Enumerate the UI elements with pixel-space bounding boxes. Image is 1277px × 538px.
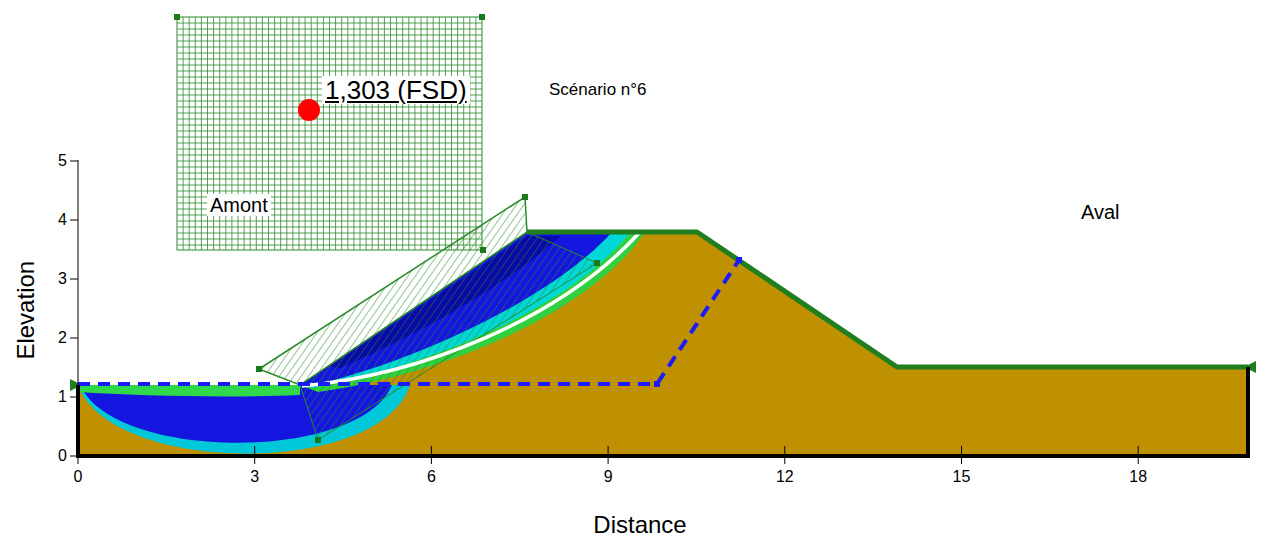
tick-label: 5 <box>58 152 67 170</box>
tick-label: 3 <box>58 270 67 288</box>
zone-marker <box>594 260 600 266</box>
grid-line <box>177 23 482 24</box>
axis-title: Distance <box>593 512 686 538</box>
tick-label: 18 <box>1129 468 1147 486</box>
tick-label: 9 <box>604 468 613 486</box>
axis-tick <box>431 456 432 464</box>
zone-marker <box>256 366 262 372</box>
region-label: Amont <box>207 194 271 216</box>
critical-centre <box>298 99 320 121</box>
grid-line <box>177 119 482 120</box>
axis-tick <box>961 446 962 456</box>
tick-label: 3 <box>250 468 259 486</box>
axis-tick <box>254 446 255 456</box>
axis-tick <box>70 456 78 457</box>
grid-line <box>177 131 482 132</box>
search-grid <box>177 17 482 250</box>
axis-ticks <box>70 161 1138 464</box>
grid-line <box>177 143 482 144</box>
axis-tick <box>608 456 609 464</box>
axis-title: Elevation <box>13 261 39 360</box>
grid-line <box>177 71 482 72</box>
tick-label: 15 <box>953 468 971 486</box>
grid-line <box>177 245 482 246</box>
tick-label: 4 <box>58 211 67 229</box>
piezometric-point <box>736 257 742 263</box>
grid-line <box>177 239 482 240</box>
axis-tick <box>431 446 432 456</box>
region-label: Aval <box>1081 201 1120 223</box>
zone-marker <box>522 194 528 200</box>
model-boundary <box>78 367 1248 456</box>
axis-tick <box>70 161 78 162</box>
axis-tick <box>78 456 79 464</box>
critical-slip-surface <box>302 232 640 386</box>
grid-line <box>177 167 482 168</box>
grid-line <box>177 149 482 150</box>
grid-line <box>177 35 482 36</box>
grid-line <box>177 191 482 192</box>
tick-label: 1 <box>58 388 67 406</box>
search-grid-lines <box>177 17 482 250</box>
safety-factor: 1,303 (FSD) <box>322 76 470 105</box>
embankment-body <box>78 232 1248 456</box>
grid-line <box>177 107 482 108</box>
zone-marker <box>480 247 486 253</box>
grid-line <box>177 47 482 48</box>
y-axis <box>78 160 79 456</box>
axis-tick <box>70 279 78 280</box>
exit-zone <box>300 232 597 440</box>
grid-line <box>177 29 482 30</box>
axis-tick <box>254 456 255 464</box>
axis-tick <box>784 446 785 456</box>
grid-line <box>177 41 482 42</box>
zone-marker <box>315 437 321 443</box>
scenario-label: Scénario n°6 <box>549 81 647 100</box>
grid-line <box>177 65 482 66</box>
axis-tick <box>961 456 962 464</box>
grid-line <box>177 173 482 174</box>
grid-line <box>177 53 482 54</box>
tick-label: 12 <box>776 468 794 486</box>
axis-tick <box>70 397 78 398</box>
grid-line <box>177 113 482 114</box>
grid-line <box>177 161 482 162</box>
axis-tick <box>1138 456 1139 464</box>
grid-line <box>177 137 482 138</box>
grid-line <box>177 227 482 228</box>
tick-label: 0 <box>58 447 67 465</box>
tick-label: 0 <box>74 468 83 486</box>
tick-label: 2 <box>58 329 67 347</box>
piezometric-line <box>78 260 739 384</box>
axis-tick <box>608 446 609 456</box>
axis-tick <box>1138 446 1139 456</box>
grid-line <box>177 59 482 60</box>
axis-tick <box>784 456 785 464</box>
piezometric-point <box>654 381 660 387</box>
grid-line <box>177 185 482 186</box>
grid-line <box>177 155 482 156</box>
grid-corner <box>174 14 180 20</box>
grid-line <box>177 179 482 180</box>
axis-tick <box>70 220 78 221</box>
grid-line <box>177 233 482 234</box>
grid-line <box>177 221 482 222</box>
grid-corner <box>479 14 485 20</box>
axis-tick <box>70 338 78 339</box>
safety-contour <box>78 385 300 396</box>
tick-label: 6 <box>427 468 436 486</box>
grid-line <box>177 125 482 126</box>
ground-surface <box>527 232 1248 367</box>
